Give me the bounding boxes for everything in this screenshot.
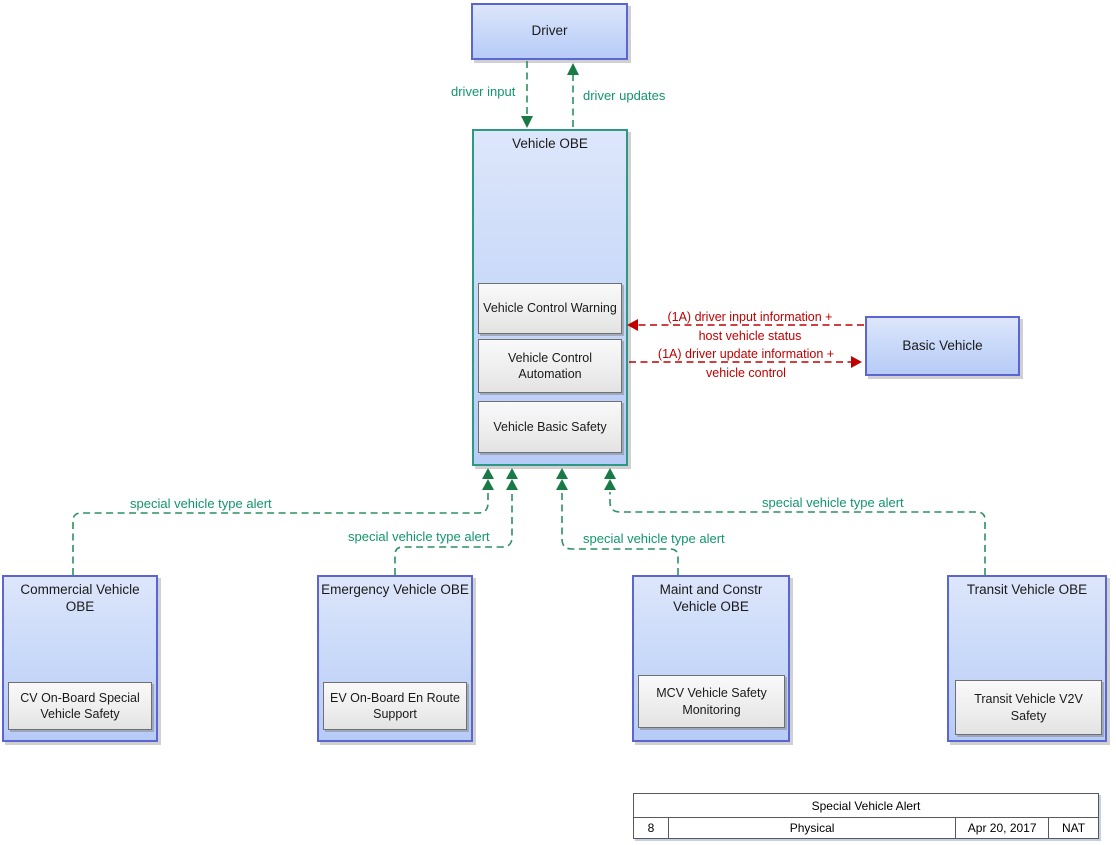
legend-table: Special Vehicle Alert 8 Physical Apr 20,… (633, 793, 1099, 839)
node-driver-label: Driver (531, 23, 568, 39)
flow-label-special-alert-commercial: special vehicle type alert (130, 496, 272, 511)
flow-label-special-alert-maint: special vehicle type alert (583, 531, 725, 546)
node-emergency-label: Emergency Vehicle OBE (321, 582, 469, 597)
function-label: Vehicle Basic Safety (493, 419, 607, 434)
function-label: MCV Vehicle Safety Monitoring (656, 686, 767, 717)
function-label: Vehicle Control Automation (507, 350, 593, 381)
node-commercial-vehicle-obe[interactable]: Commercial Vehicle OBE CV On-Board Speci… (2, 575, 158, 742)
arrowhead-special-alert-maint (556, 468, 568, 490)
flow-label-line1: (1A) driver update information + (657, 347, 835, 361)
legend-layer: Physical (667, 817, 957, 839)
function-mcv-vehicle-safety-monitoring[interactable]: MCV Vehicle Safety Monitoring (638, 675, 785, 728)
flow-label-special-alert-transit: special vehicle type alert (762, 495, 904, 510)
flow-label-special-alert-emergency: special vehicle type alert (348, 529, 490, 544)
flow-label-driver-input-information: (1A) driver input information + host veh… (645, 308, 855, 345)
flow-label-driver-update-information: (1A) driver update information + vehicle… (641, 345, 851, 382)
arrowhead-driver-update-information (851, 356, 862, 368)
arrowhead-driver-updates (567, 63, 579, 75)
flow-label-driver-updates: driver updates (583, 88, 666, 103)
arrowhead-driver-input-information (627, 319, 638, 331)
function-vehicle-control-warning[interactable]: Vehicle Control Warning (478, 283, 622, 334)
flow-label-line2: vehicle control (706, 365, 786, 380)
arrowhead-special-alert-transit (604, 468, 616, 490)
node-basic-vehicle[interactable]: Basic Vehicle (865, 316, 1020, 376)
node-transit-vehicle-obe[interactable]: Transit Vehicle OBE Transit Vehicle V2V … (947, 575, 1107, 742)
flow-label-line2: host vehicle status (698, 328, 802, 343)
arrowhead-special-alert-commercial (482, 468, 494, 490)
node-maint-constr-vehicle-obe[interactable]: Maint and Constr Vehicle OBE MCV Vehicle… (632, 575, 790, 742)
arrowhead-driver-input (521, 116, 533, 128)
node-basic-vehicle-label: Basic Vehicle (902, 337, 983, 353)
function-vehicle-control-automation[interactable]: Vehicle Control Automation (478, 339, 622, 393)
legend-org: NAT (1048, 817, 1099, 839)
function-ev-on-board-en-route-support[interactable]: EV On-Board En Route Support (323, 682, 467, 730)
node-commercial-label: Commercial Vehicle OBE (20, 582, 140, 614)
node-maint-constr-label: Maint and Constr Vehicle OBE (659, 582, 763, 614)
node-emergency-vehicle-obe[interactable]: Emergency Vehicle OBE EV On-Board En Rou… (317, 575, 473, 742)
function-vehicle-basic-safety[interactable]: Vehicle Basic Safety (478, 401, 622, 453)
function-label: Transit Vehicle V2V Safety (974, 692, 1083, 723)
node-transit-label: Transit Vehicle OBE (966, 582, 1088, 597)
flow-label-driver-input: driver input (451, 84, 516, 99)
function-cv-on-board-special-vehicle-safety[interactable]: CV On-Board Special Vehicle Safety (8, 682, 152, 730)
node-vehicle-obe-label: Vehicle OBE (512, 136, 588, 151)
node-vehicle-obe[interactable]: Vehicle OBE Vehicle Control Warning Vehi… (472, 129, 628, 466)
function-label: CV On-Board Special Vehicle Safety (20, 690, 140, 721)
legend-date: Apr 20, 2017 (955, 817, 1050, 839)
node-driver[interactable]: Driver (471, 3, 628, 60)
function-label: Vehicle Control Warning (483, 301, 617, 316)
function-label: EV On-Board En Route Support (330, 690, 460, 721)
legend-number: 8 (633, 817, 669, 839)
arrowhead-special-alert-emergency (506, 468, 518, 490)
flow-label-line1: (1A) driver input information + (667, 310, 833, 324)
function-transit-vehicle-v2v-safety[interactable]: Transit Vehicle V2V Safety (955, 680, 1102, 735)
legend-title: Special Vehicle Alert (633, 793, 1099, 818)
